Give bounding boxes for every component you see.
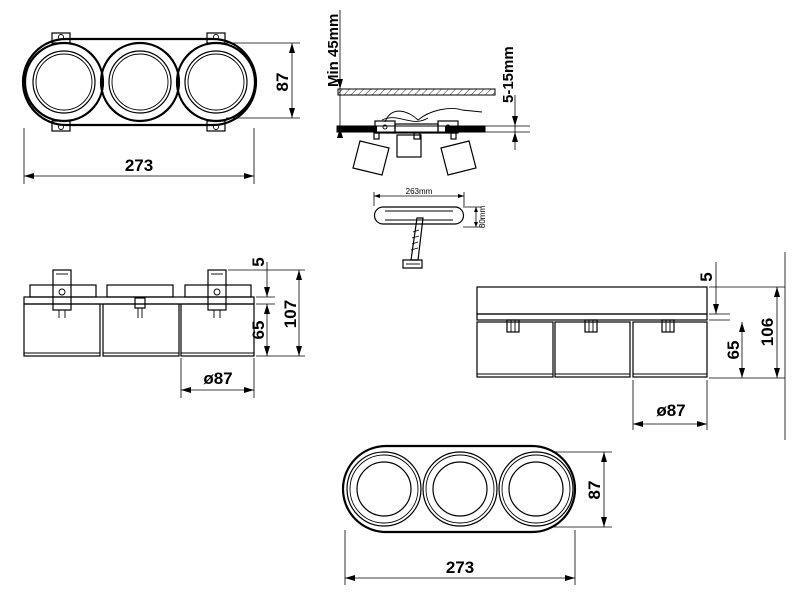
lower-width-dimension: 273 — [344, 530, 576, 585]
lower-lamp-ring-2 — [422, 451, 498, 527]
front-lamp-label: 65 — [249, 321, 268, 340]
height-label: 87 — [273, 73, 292, 92]
side-top-dimension: 5 — [697, 262, 730, 321]
side-housing — [476, 286, 708, 315]
front-overall-label: 107 — [281, 300, 300, 328]
width-dimension: 273 — [23, 128, 255, 184]
spring-height-dimension: 80mm — [463, 206, 487, 229]
panel-range-label: 5-15mm — [500, 46, 517, 103]
side-lamp-2 — [554, 321, 631, 378]
panel-thickness-dimension: 5-15mm — [480, 46, 530, 150]
spot-head-center — [396, 134, 422, 158]
spring-length-dimension: 263mm — [373, 187, 465, 206]
front-top-label: 5 — [249, 257, 268, 266]
lower-height-dimension: 87 — [552, 451, 612, 528]
front-clip-left — [52, 269, 72, 318]
ceiling-min-label: Min 45mm — [325, 14, 342, 87]
spring-view: 263mm 80mm — [373, 187, 487, 269]
spring-plate — [373, 206, 465, 225]
front-lamp-2 — [102, 303, 180, 357]
lower-height-label: 87 — [585, 481, 604, 500]
spring-length-label: 263mm — [406, 187, 433, 196]
spot-head-left — [352, 132, 390, 176]
side-diameter-label: ø87 — [656, 401, 685, 420]
lower-lamp-ring-3 — [498, 451, 574, 527]
top-view-upper-frame — [21, 37, 258, 127]
front-clip-right — [207, 269, 227, 318]
front-lamp-dimension: 65 — [249, 304, 305, 357]
width-label: 273 — [125, 156, 153, 175]
ceiling-gap-dimension: Min 45mm — [325, 10, 343, 138]
front-lamp-1 — [23, 303, 101, 357]
height-dimension: 87 — [226, 42, 300, 119]
lower-width-label: 273 — [446, 558, 474, 577]
fixture-body — [374, 120, 459, 140]
side-top-label: 5 — [697, 272, 716, 281]
side-diameter-dimension: ø87 — [632, 380, 708, 430]
side-overall-dimension: 106 — [709, 252, 786, 440]
front-base-left — [29, 284, 97, 298]
front-top-dimension: 5 — [249, 257, 275, 305]
power-wire — [384, 108, 483, 123]
top-view-lower: 273 87 — [341, 444, 612, 585]
spring-height-label: 80mm — [478, 206, 487, 229]
side-overall-label: 106 — [758, 318, 777, 346]
lower-lamp-ring-1 — [346, 451, 422, 527]
ceiling-slab — [337, 88, 496, 96]
spring-clip — [402, 217, 424, 269]
side-view: 5 65 106 ø87 — [476, 252, 786, 440]
lamp-ring-2 — [99, 41, 181, 123]
lamp-ring-3 — [175, 41, 257, 123]
side-lamp-dimension: 65 — [709, 322, 785, 379]
lamp-ring-1 — [23, 41, 105, 123]
front-lamp-3 — [180, 303, 255, 357]
top-view-upper: 273 87 — [21, 32, 300, 184]
install-view: Min 45mm 5-15mm — [325, 10, 530, 176]
side-lamp-3 — [632, 321, 708, 378]
front-overall-dimension: 107 — [228, 269, 305, 356]
front-view: 5 65 107 ø87 — [23, 257, 305, 398]
side-lamp-1 — [476, 321, 554, 378]
front-base-right — [184, 284, 252, 298]
top-view-lower-frame — [341, 444, 577, 534]
side-lamp-label: 65 — [724, 341, 743, 360]
front-diameter-label: ø87 — [203, 369, 232, 388]
front-base-mid — [106, 284, 174, 298]
front-diameter-dimension: ø87 — [180, 358, 255, 398]
spot-head-right — [440, 132, 477, 176]
side-ceiling-plate — [476, 313, 708, 321]
